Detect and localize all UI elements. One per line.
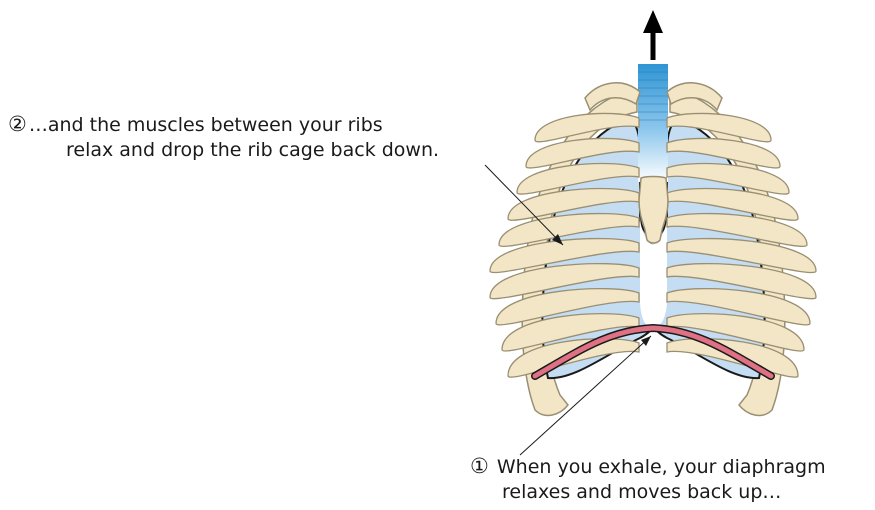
step-number-1: ①: [470, 454, 489, 478]
ribs-callout: ②…and the muscles between your ribs rela…: [8, 112, 439, 163]
ribs-callout-line2: relax and drop the rib cage back down.: [8, 138, 439, 163]
diaphragm-callout-line2: relaxes and moves back up…: [470, 480, 826, 505]
trachea: [638, 64, 668, 182]
diaphragm-callout-line1: When you exhale, your diaphragm: [497, 456, 826, 478]
up-arrow-icon: [643, 10, 663, 60]
step-number-2: ②: [8, 112, 27, 136]
diaphragm-callout: ① When you exhale, your diaphragm relaxe…: [470, 454, 826, 505]
ribs-callout-line1: …and the muscles between your ribs: [29, 114, 383, 136]
